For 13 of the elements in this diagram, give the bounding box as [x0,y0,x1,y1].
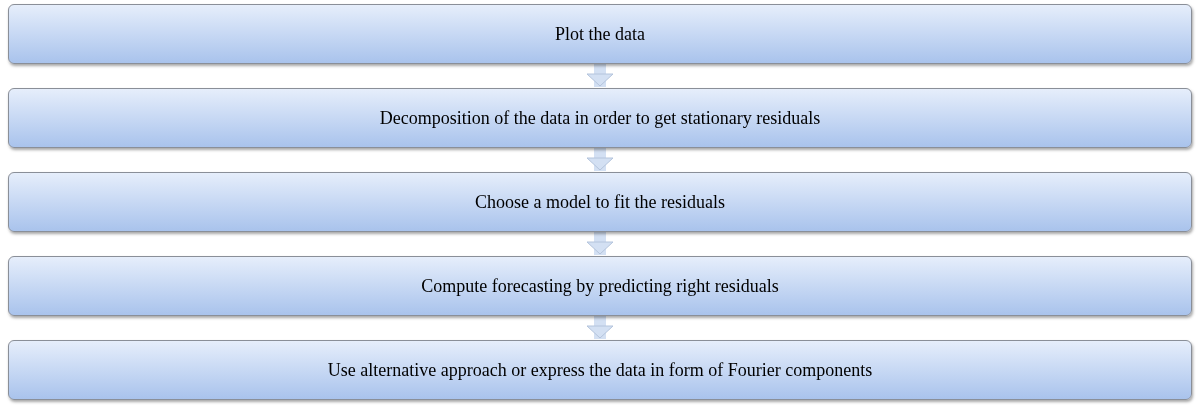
step-text: Use alternative approach or express the data in form of Fourier components [327,358,873,382]
step-text: Compute forecasting by predicting right residuals [421,274,779,298]
step-text: Plot the data [555,22,645,46]
down-arrow [586,232,614,255]
step-text: Choose a model to fit the residuals [475,190,725,214]
process-box [8,340,1192,400]
step-text: Decomposition of the data in order to get stationary residuals [379,106,821,130]
process-box [8,88,1192,148]
down-arrow [586,148,614,171]
down-arrow [586,64,614,87]
process-box [8,256,1192,316]
process-box [8,172,1192,232]
process-box [8,4,1192,64]
